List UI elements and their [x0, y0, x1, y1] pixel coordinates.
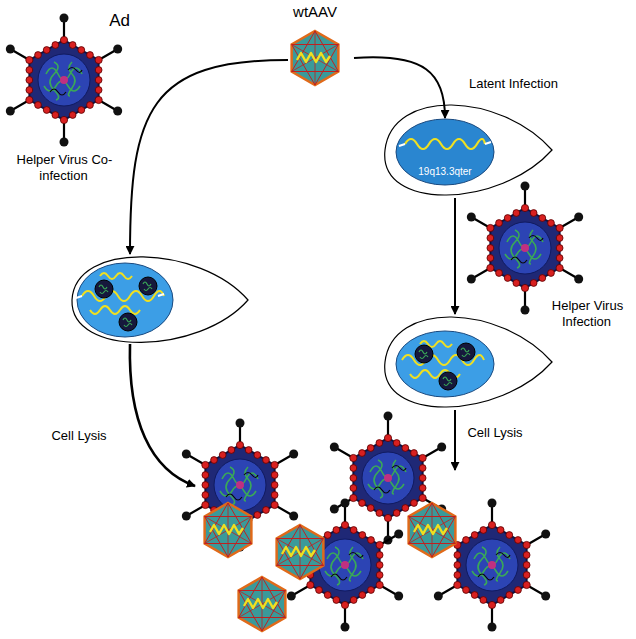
aav-virion [409, 503, 456, 557]
locus-label: 19q13.3qter [418, 166, 471, 178]
aav-virion [239, 577, 286, 631]
ad-particle [415, 345, 433, 363]
nucleus [77, 263, 173, 337]
aav-genome [82, 273, 164, 314]
adenovirus [467, 182, 583, 315]
ad-particle [439, 372, 457, 390]
virus-label: Ad [0, 11, 130, 31]
aav-genome [402, 341, 484, 378]
step-label: Cell Lysis [50, 428, 107, 443]
step-label: Helper Virus Infection [551, 298, 623, 329]
lysis-arrow [130, 344, 195, 486]
nucleus [396, 331, 494, 397]
cell [72, 257, 248, 343]
adenovirus [6, 14, 122, 147]
cell [385, 317, 552, 407]
lysis-arrow [454, 410, 456, 470]
nucleus-node: 19q13.3qter [395, 118, 495, 186]
infection-arrow [130, 60, 288, 254]
step-label: Cell Lysis [466, 425, 523, 440]
ad-particle [95, 280, 113, 298]
ad-particle [457, 343, 475, 361]
edge-label: Latent Infection [468, 76, 559, 91]
virus-node: wtAAV [276, 0, 354, 88]
cell [385, 105, 552, 195]
aav-virion [205, 503, 252, 557]
aav-virion [292, 31, 339, 85]
ad-particle [139, 277, 157, 295]
virus-node: Ad [0, 8, 130, 144]
virus-label: wtAAV [276, 3, 354, 20]
ad-particle [119, 313, 137, 331]
infection-arrow [354, 57, 445, 118]
aav-virion [277, 525, 324, 579]
process-arrow [454, 198, 456, 314]
step-label: Helper Virus Co-infection [16, 152, 113, 183]
